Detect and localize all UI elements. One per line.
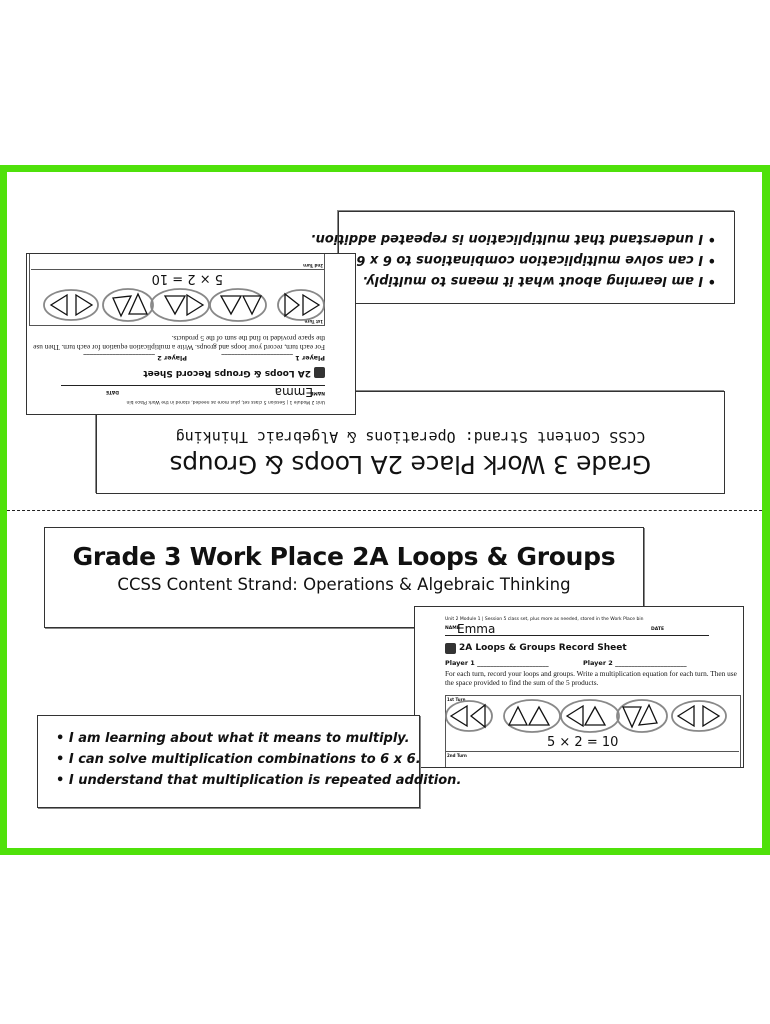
- turn2-label: 2nd Turn: [447, 753, 467, 758]
- cut-line: [7, 510, 762, 511]
- sheet-header: Unit 2 Module 1 | Session 5 class set, p…: [126, 399, 325, 404]
- strand: CCSS Content Strand: Operations & Algebr…: [175, 428, 646, 446]
- objective: • I am learning about what it means to m…: [56, 731, 410, 746]
- sheet-title: 2A Loops & Groups Record Sheet: [459, 643, 627, 653]
- sheet-header: Unit 2 Module 1 | Session 5 class set, p…: [445, 617, 644, 622]
- name-line: [445, 635, 709, 636]
- objective: • I understand that multiplication is re…: [310, 231, 716, 246]
- name-line: [61, 385, 325, 386]
- work-place-icon: [314, 367, 325, 378]
- turn-divider: [445, 751, 739, 752]
- player1-field: Player 1 ______________________: [221, 354, 325, 362]
- name-value: Emma: [457, 622, 496, 636]
- turn-box: [445, 695, 741, 767]
- work-place-icon: [445, 643, 456, 654]
- objective: • I understand that multiplication is re…: [56, 773, 462, 788]
- objectives-box: • I am learning about what it means to m…: [37, 715, 462, 808]
- loops-drawing: [43, 288, 325, 322]
- loops-drawing: [445, 699, 727, 733]
- name-value: Emma: [274, 385, 313, 399]
- player1-field: Player 1 ______________________: [445, 659, 549, 667]
- name-label: NAME: [445, 626, 460, 631]
- equation: 5 × 2 = 10: [151, 271, 223, 286]
- turn-divider: [31, 269, 325, 270]
- player2-field: Player 2 ______________________: [83, 354, 187, 362]
- objectives-box-top: • I am learning about what it means to m…: [310, 211, 735, 304]
- equation: 5 × 2 = 10: [547, 735, 619, 750]
- turn2-label: 2nd Turn: [303, 263, 323, 268]
- objective: • I am learning about what it means to m…: [362, 273, 716, 288]
- objective: • I can solve multiplication combination…: [56, 752, 421, 767]
- instructions: For each turn, record your loops and gro…: [33, 334, 325, 352]
- title: Grade 3 Work Place 2A Loops & Groups: [169, 450, 652, 479]
- date-label: DATE: [651, 627, 665, 632]
- turn1-label: 1st Turn: [447, 697, 466, 702]
- sheet-title: 2A Loops & Groups Record Sheet: [143, 368, 311, 378]
- objective: • I can solve multiplication combination…: [351, 252, 716, 267]
- player2-field: Player 2 ______________________: [583, 659, 687, 667]
- date-label: DATE: [105, 389, 119, 394]
- record-sheet: Unit 2 Module 1 | Session 5 class set, p…: [414, 606, 744, 768]
- page-frame: [0, 165, 770, 855]
- record-sheet-top: Unit 2 Module 1 | Session 5 class set, p…: [26, 253, 356, 415]
- instructions: For each turn, record your loops and gro…: [445, 669, 737, 687]
- title: Grade 3 Work Place 2A Loops & Groups: [72, 542, 616, 571]
- title-box: Grade 3 Work Place 2A Loops & Groups CCS…: [44, 527, 644, 628]
- strand: CCSS Content Strand: Operations & Algebr…: [117, 575, 571, 594]
